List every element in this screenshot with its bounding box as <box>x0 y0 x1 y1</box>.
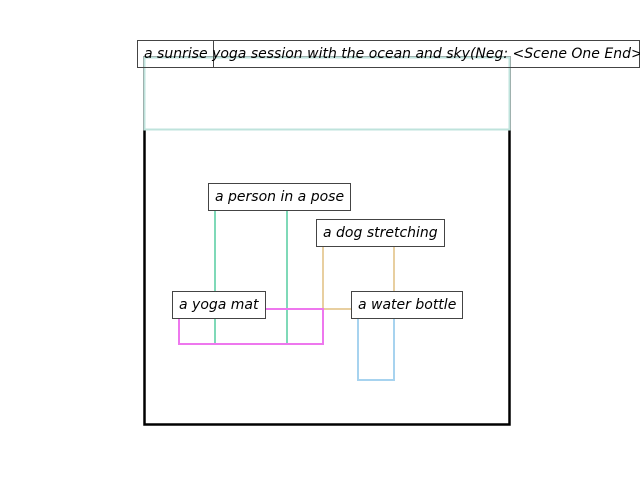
sky-region-box <box>143 56 511 131</box>
box-person <box>214 196 288 345</box>
scene-caption: a sunrise yoga session with the ocean an… <box>137 40 640 68</box>
label-person: a person in a pose <box>208 183 352 211</box>
label-mat: a yoga mat <box>172 291 266 319</box>
label-dog: a dog stretching <box>316 219 445 247</box>
label-bottle: a water bottle <box>351 291 464 319</box>
